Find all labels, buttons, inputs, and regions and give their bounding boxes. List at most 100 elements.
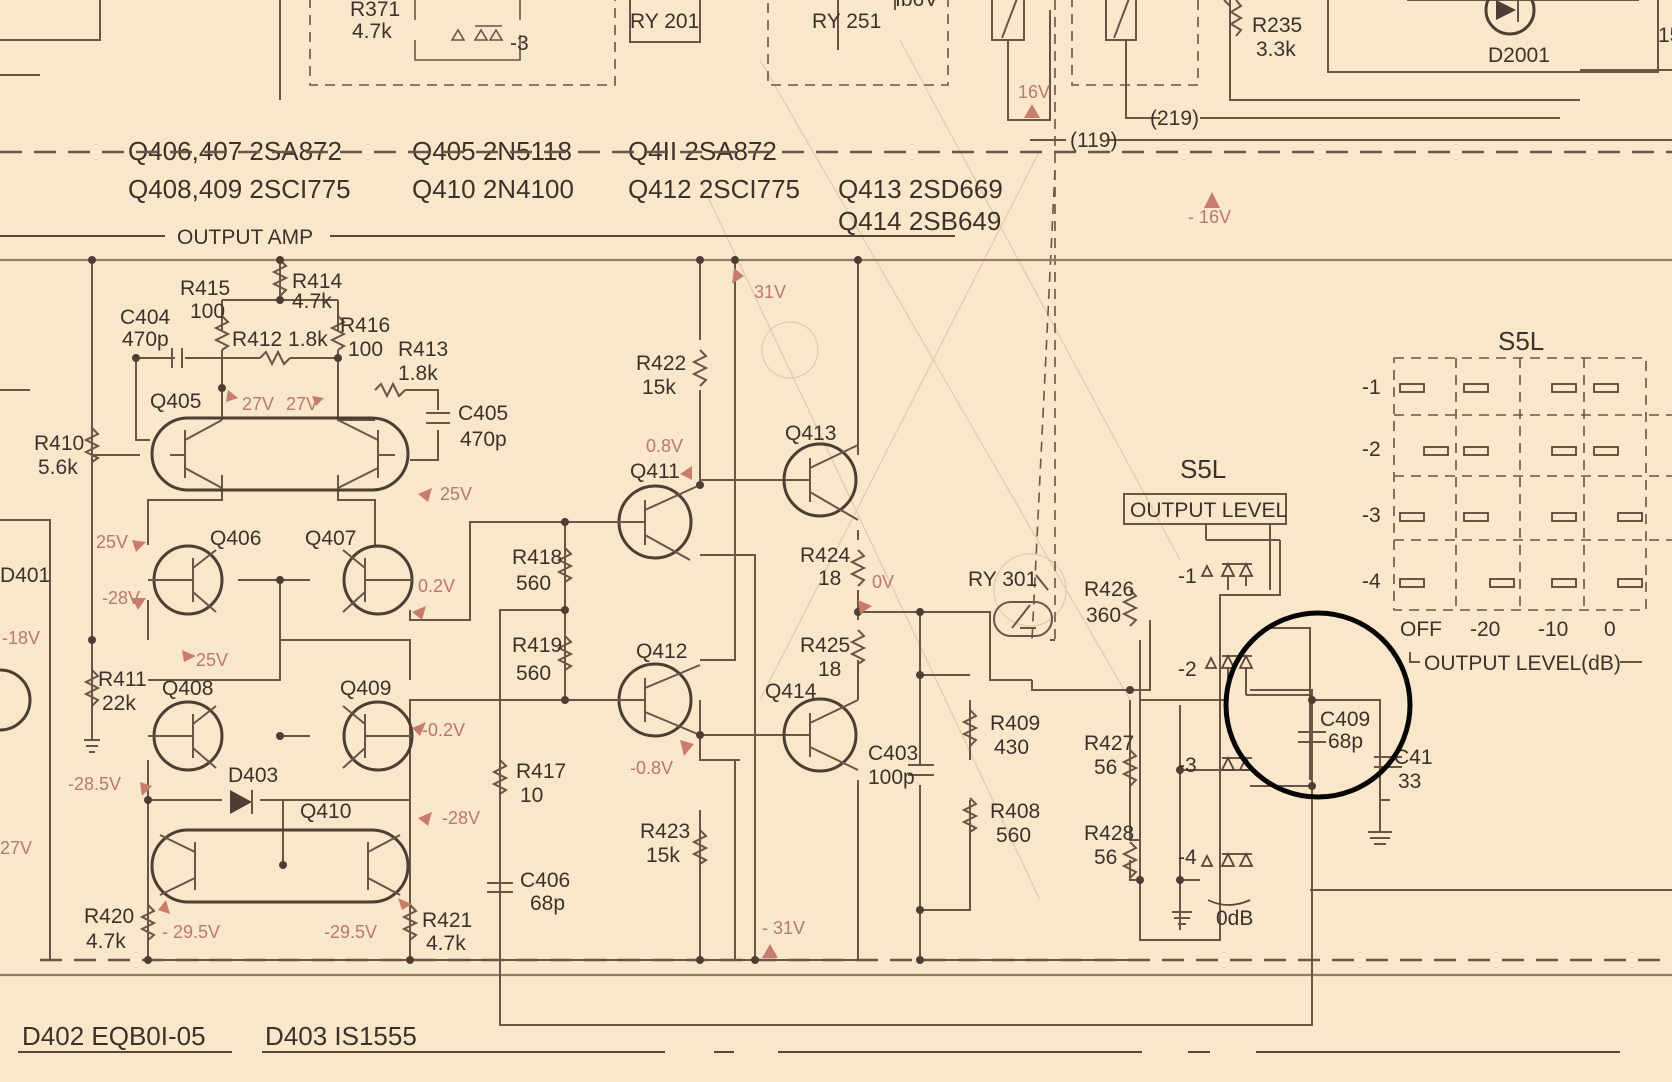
label-r424: R424 [800, 544, 851, 567]
resistor-r426 [1121, 589, 1139, 627]
label-r423: R423 [640, 820, 690, 843]
voltage-31v: 31V [754, 282, 786, 302]
capacitor-c404 [171, 348, 183, 368]
label-c410: C41 [1394, 746, 1433, 769]
voltage-27v-c: 27V [0, 838, 32, 858]
capacitor-c409 [1298, 731, 1326, 743]
label-r408-val: 560 [996, 824, 1031, 847]
label-r425-val: 18 [818, 658, 841, 681]
label-q408: Q408 [162, 677, 213, 700]
diode-list-item: D403 IS1555 [265, 1021, 417, 1051]
resistor-r425 [849, 629, 867, 665]
capacitor-c403 [908, 764, 934, 776]
voltage-16v-top: 16V [1018, 82, 1050, 102]
panel-caption: OUTPUT LEVEL(dB) [1424, 652, 1621, 675]
transistor-list-item: Q414 2SB649 [838, 206, 1001, 236]
label-r423-val: 15k [646, 844, 680, 867]
resistor-r419 [556, 635, 574, 671]
diode-d403 [230, 790, 253, 814]
label-r419-val: 560 [516, 662, 551, 685]
ry251-label: RY 251 [812, 10, 881, 33]
switch-title: S5L [1180, 454, 1226, 484]
voltage-m0-8v: -0.8V [630, 758, 673, 778]
transistor-list-item: Q413 2SD669 [838, 174, 1003, 204]
label-ry301: RY 301 [968, 568, 1037, 591]
switch-position-4: -4 [1178, 846, 1197, 869]
voltage-0-2v: 0.2V [418, 576, 455, 596]
switch-position-3: -3 [1178, 754, 1197, 777]
label-c410-val: 33 [1398, 770, 1421, 793]
resistor-r408 [961, 797, 979, 833]
ground-symbols [1172, 800, 1392, 925]
resistor-r414 [271, 259, 289, 297]
transistor-q414 [782, 697, 858, 773]
switch-label: OUTPUT LEVEL [1130, 499, 1287, 522]
label-r428: R428 [1084, 822, 1134, 845]
label-r408: R408 [990, 800, 1040, 823]
label-r415: R415 [180, 277, 230, 300]
voltage-m28v-a: -28V [102, 588, 140, 608]
r371-label: R371 [350, 0, 400, 21]
resistor-r424 [849, 549, 867, 587]
resistor-r420 [139, 904, 157, 941]
voltage-25v-b: 25V [96, 532, 128, 552]
background-ghost [699, 39, 1181, 901]
label-r413: R413 [398, 338, 448, 361]
label-c404: C404 [120, 306, 171, 329]
diode-list-item: D402 EQB0I-05 [22, 1021, 206, 1051]
resistor-r413 [374, 381, 406, 399]
label-r412: R412 1.8k [232, 328, 328, 351]
top-strip: R371 4.7k -3 RY 201 RY 251 Ib6V 16V (119… [0, 0, 1672, 227]
panel-row-4: -4 [1362, 570, 1381, 593]
label-q412: Q412 [636, 640, 687, 663]
label-r413-val: 1.8k [398, 362, 438, 385]
transistor-list-item: Q410 2N4100 [412, 174, 574, 204]
label-c403: C403 [868, 742, 918, 765]
label-r427-val: 56 [1094, 756, 1117, 779]
panel-col-m20: -20 [1470, 618, 1500, 641]
switch-position-1: -1 [1178, 565, 1197, 588]
label-q406: Q406 [210, 527, 261, 550]
panel-col-m10: -10 [1538, 618, 1568, 641]
resistor-r423 [691, 829, 709, 865]
label-q405: Q405 [150, 390, 201, 413]
panel-row-2: -2 [1362, 438, 1381, 461]
label-r419: R419 [512, 634, 562, 657]
label-r420-val: 4.7k [86, 930, 126, 953]
label-r425: R425 [800, 634, 850, 657]
switch-position-panel: S5L -1 -2 -3 -4 OFF -20 -10 0 [1362, 326, 1672, 675]
label-r426-val: 360 [1086, 604, 1121, 627]
d2001-label: D2001 [1488, 44, 1550, 67]
panel-col-0: 0 [1604, 618, 1616, 641]
voltage-27v-a: 27V [242, 394, 274, 414]
label-r414-val: 4.7k [292, 290, 332, 313]
switch-position-2: -2 [1178, 658, 1197, 681]
r371-value: 4.7k [352, 20, 392, 43]
label-q407: Q407 [305, 527, 356, 550]
label-c409-val: 68p [1328, 730, 1363, 753]
label-c404-val: 470p [122, 328, 169, 351]
cut-label-15: 15 [1658, 24, 1672, 47]
ry201-label: RY 201 [630, 10, 699, 33]
transistor-q405-pair [150, 416, 410, 492]
resistors [83, 0, 1231, 941]
label-c406-val: 68p [530, 892, 565, 915]
voltage-m28-5v: -28.5V [68, 774, 121, 794]
panel-row-3: -3 [1362, 504, 1381, 527]
voltage-m18v: -18V [2, 628, 40, 648]
label-d403: D403 [228, 764, 278, 787]
transistor-list-item: Q412 2SCI775 [628, 174, 800, 204]
voltage-m29-5v-a: - 29.5V [162, 922, 220, 942]
voltage-27v-b: 27V [286, 394, 318, 414]
switch-0db-label: 0dB [1216, 907, 1253, 930]
r235-label: R235 [1252, 14, 1302, 37]
voltage-m16v-top: - 16V [1188, 207, 1231, 227]
label-r411-val: 22k [102, 692, 136, 715]
switch-tag-m3: -3 [510, 32, 529, 55]
resistor-r411 [83, 669, 101, 707]
transistor-q413 [782, 442, 858, 518]
label-q409: Q409 [340, 677, 391, 700]
capacitors [171, 348, 1402, 893]
label-r411: R411 [98, 668, 147, 691]
label-r416-val: 100 [348, 338, 383, 361]
